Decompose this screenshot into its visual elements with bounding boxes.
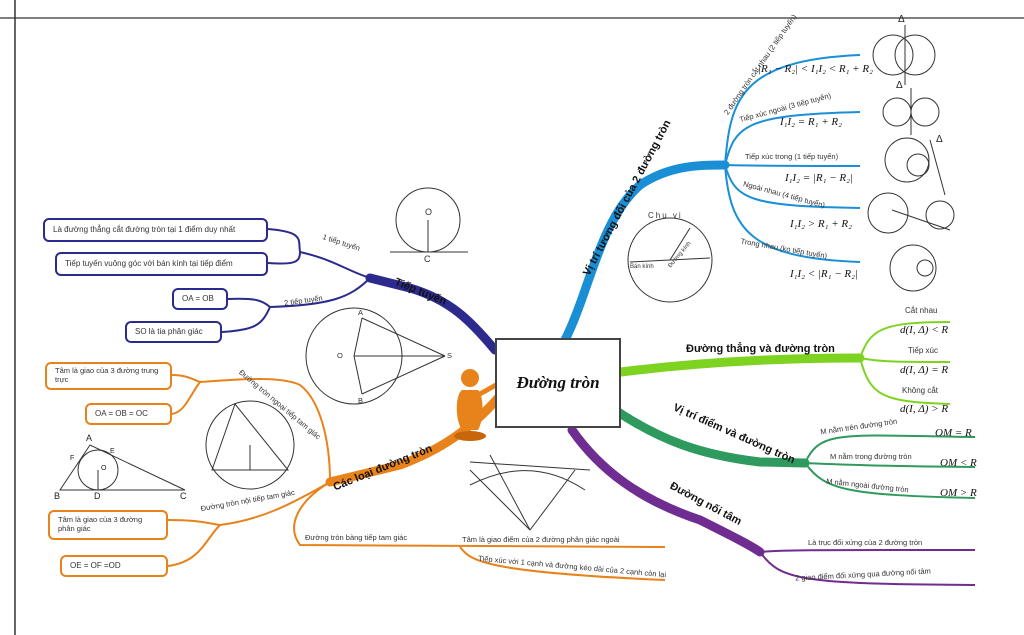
- chu-vi-label: Chu vi: [648, 211, 683, 220]
- excircle-figure: [469, 454, 591, 531]
- dt-va-dt-item-3-formula: d(I, Δ) > R: [900, 403, 949, 415]
- vi-tri-diem-item-1-formula: OM = R: [935, 427, 972, 439]
- dt-va-dt-item-2-formula: d(I, Δ) = R: [900, 364, 949, 376]
- delta-label-2: Δ: [896, 80, 903, 91]
- delta-label-1: Δ: [898, 14, 905, 25]
- vi-tri-2dt-item-4-formula: I₁I₂ > R₁ + R₂: [790, 218, 852, 230]
- tri-label-b: B: [54, 491, 61, 501]
- tri-label-c: C: [180, 491, 187, 501]
- fig-label-o2: O: [337, 351, 343, 360]
- branch-vi-tri-2dt-lines: [560, 54, 861, 345]
- two-tangents-figure: [305, 307, 446, 405]
- vi-tri-diem-item-2-label: M nằm trong đường tròn: [830, 452, 912, 461]
- fig-label-s: S: [447, 351, 453, 360]
- tiep-tuyen-box-1: Là đường thẳng cắt đường tròn tại 1 điểm…: [43, 218, 268, 242]
- vi-tri-2dt-item-3-label: Tiếp xúc trong (1 tiếp tuyến): [745, 152, 839, 161]
- vi-tri-2dt-item-5-formula: I₁I₂ < |R₁ − R₂|: [790, 268, 858, 280]
- vi-tri-2dt-item-2-formula: I₁I₂ = R₁ + R₂: [780, 116, 842, 128]
- tri-label-a: A: [86, 433, 93, 443]
- branch-tiep-tuyen-lines: [221, 228, 500, 355]
- presenter-figure: [454, 369, 499, 441]
- bang-tiep-label: Đường tròn bàng tiếp tam giác: [305, 533, 408, 542]
- branch-dt-va-dt-lines: [616, 321, 951, 405]
- fig-label-b: B: [358, 396, 364, 405]
- branch-dt-va-dt-title: Đường thẳng và đường tròn: [686, 343, 835, 355]
- fig-label-c1: C: [424, 254, 431, 264]
- vi-tri-diem-item-2-formula: OM < R: [940, 457, 977, 469]
- vi-tri-2dt-item-3-formula: I₁I₂ = |R₁ − R₂|: [785, 172, 853, 184]
- fig-label-a: A: [358, 308, 364, 317]
- incircle-figure: [59, 444, 186, 491]
- two-circles-figures: [867, 25, 955, 292]
- tangent-circle-figure: [390, 187, 468, 253]
- dt-va-dt-item-1-label: Cắt nhau: [905, 306, 938, 315]
- circle-parts-figure: [627, 217, 713, 303]
- delta-label-3: Δ: [936, 134, 943, 145]
- cac-loai-box-4: OE = OF =OD: [60, 555, 168, 577]
- circumcircle-figure: [205, 400, 295, 490]
- central-node: Đường tròn: [495, 338, 621, 428]
- tiep-tuyen-box-3: OA = OB: [172, 288, 228, 310]
- tri-label-e: E: [110, 448, 115, 455]
- cac-loai-box-3: Tâm là giao của 3 đường phân giác: [48, 510, 168, 540]
- dt-va-dt-item-3-label: Không cắt: [902, 386, 939, 395]
- tri-label-f: F: [70, 455, 75, 462]
- fig-label-o1: O: [425, 207, 433, 217]
- cac-loai-box-1: Tâm là giao của 3 đường trung trực: [45, 362, 172, 390]
- tri-label-d: D: [94, 491, 101, 501]
- vi-tri-2dt-item-1-formula: |R₁ − R₂| < I₁I₂ < R₁ + R₂: [758, 63, 873, 75]
- dt-va-dt-item-1-formula: d(I, Δ) < R: [900, 324, 949, 336]
- central-title: Đường tròn: [516, 373, 600, 392]
- noi-tam-item-1: Là trục đối xứng của 2 đường tròn: [808, 538, 923, 547]
- bang-tiep-note-1: Tâm là giao điểm của 2 đường phân giác n…: [462, 535, 620, 544]
- ban-kinh-label: Bán kính: [630, 264, 654, 270]
- cac-loai-box-2: OA = OB = OC: [85, 403, 172, 425]
- branch-cac-loai-lines: [167, 374, 666, 581]
- branch-noi-tam-lines: [567, 425, 976, 586]
- vi-tri-diem-item-3-formula: OM > R: [940, 487, 977, 499]
- tri-label-o: O: [101, 465, 107, 472]
- branch-vi-tri-diem-lines: [610, 405, 976, 499]
- dt-va-dt-item-2-label: Tiếp xúc: [908, 346, 938, 355]
- tiep-tuyen-box-2: Tiếp tuyến vuông góc với bán kính tại ti…: [55, 252, 268, 276]
- tiep-tuyen-box-4: SO là tia phân giác: [125, 321, 222, 343]
